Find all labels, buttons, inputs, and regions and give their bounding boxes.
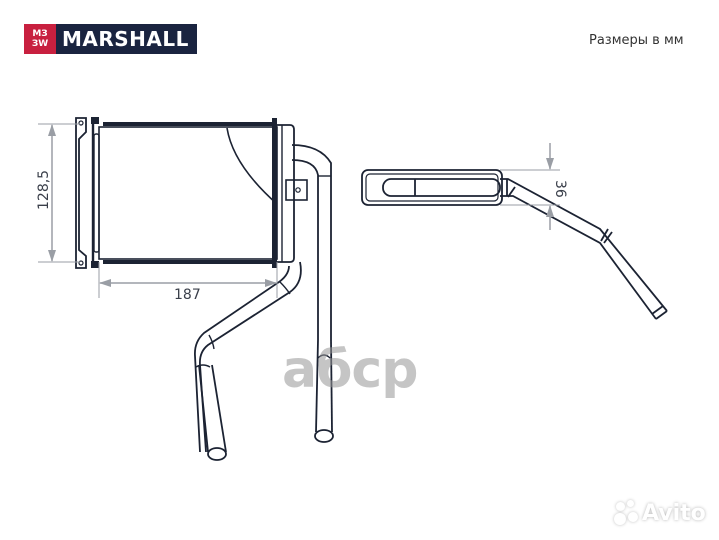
logo-brand-name: MARSHALL: [56, 24, 197, 54]
avito-watermark: Avito: [614, 500, 706, 526]
watermark-text: aбcp: [282, 340, 418, 400]
logo-mark-bottom: ЗW: [31, 39, 49, 49]
height-value: 128,5: [36, 170, 52, 210]
logo-mark-icon: MЗ ЗW: [24, 24, 56, 54]
marshall-logo: MЗ ЗW MARSHALL: [24, 24, 197, 54]
dimension-depth: 36: [500, 143, 568, 230]
side-view: [361, 169, 668, 320]
front-view: [75, 117, 334, 461]
units-label: Размеры в мм: [589, 33, 684, 48]
avito-dots-icon: [614, 500, 640, 526]
logo-mark-top: MЗ: [32, 29, 48, 39]
depth-value: 36: [552, 180, 568, 198]
avito-label: Avito: [642, 500, 706, 526]
width-value: 187: [174, 287, 201, 303]
dimension-width: 187: [98, 262, 278, 303]
dimension-height: 128,5: [36, 123, 80, 263]
